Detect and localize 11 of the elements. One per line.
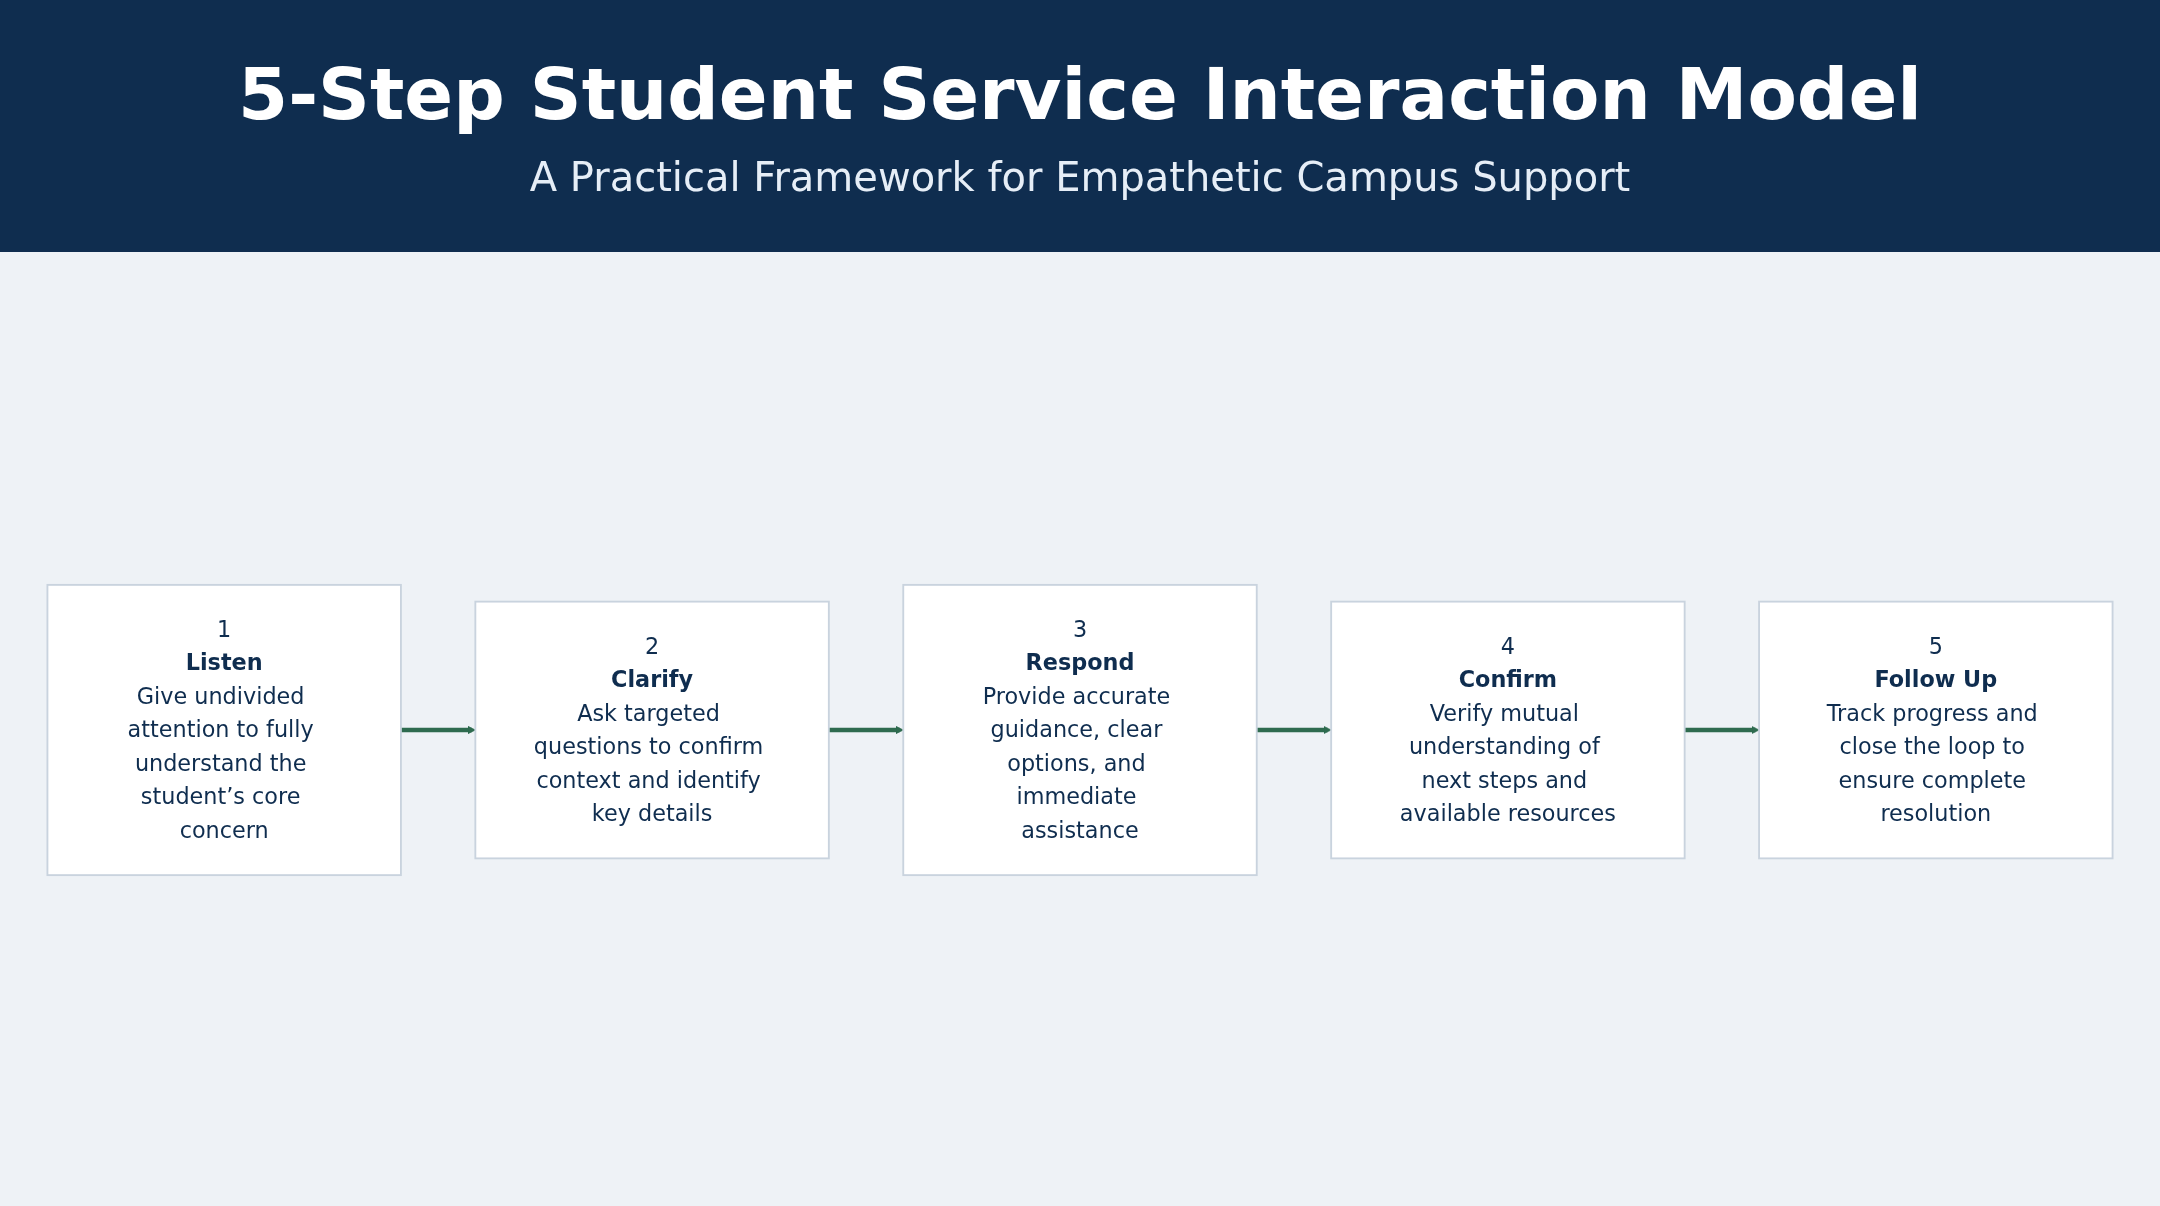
node-box: 2 Clarify Ask targeted questions to confirm context and identify key details bbox=[474, 600, 830, 860]
node-box: 1 Listen Give undivided attention to fully understand the student’s core concern bbox=[46, 583, 402, 877]
arrow bbox=[1256, 725, 1332, 735]
arrow bbox=[400, 725, 476, 735]
subtitle: A Practical Framework for Empathetic Campus Support bbox=[529, 154, 1631, 200]
node-box: 5 Follow Up Track progress and close the loop to ensure complete resolution bbox=[1758, 600, 2114, 860]
arrow bbox=[828, 725, 904, 735]
node-box: 3 Respond Provide accurate guidance, clear options, and immediate assistance bbox=[902, 583, 1258, 877]
arrow bbox=[1684, 725, 1760, 735]
title: 5-Step Student Service Interaction Model bbox=[238, 52, 1922, 136]
node-box: 4 Confirm Verify mutual understanding of next steps and available resources bbox=[1330, 600, 1686, 860]
